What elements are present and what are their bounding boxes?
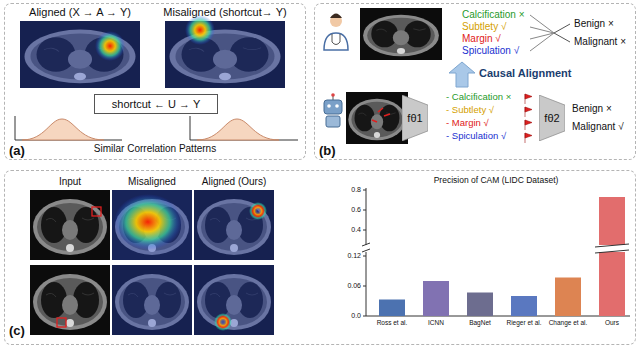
panel-frame: (c) [4,170,636,345]
axis-tick: 0.4 [351,226,361,234]
network-block: fθ2 [539,95,565,141]
panel-label: (a) [9,144,25,159]
axis-tick: 0.0 [351,312,361,320]
concept-item: Calcification × [462,9,525,21]
concept-item: Subtlety √ [462,21,506,33]
column-heading: Input [59,176,81,188]
diagnosis-label: Benign × [572,103,612,115]
diagnosis-label: Malignant × [574,36,626,48]
axis-tick: 0.8 [351,186,361,194]
network-block: fθ1 [402,95,428,141]
caption-note: Similar Correlation Patterns [94,143,216,155]
panel-label: (b) [319,144,336,159]
bar-label: Ross et al. [377,319,408,326]
concept-item: - Spiculation √ [446,131,506,142]
column-heading: Aligned (Ours) [202,176,266,188]
bar-label: BagNet [469,319,491,326]
bar-label: Ours [605,319,619,326]
bar-label: Rieger et al. [506,319,541,326]
trapezoid-outline [539,95,565,141]
diagnosis-label: Malignant √ [572,121,624,133]
panel-label: (c) [9,324,25,339]
panel-heading: Aligned (X → A → Y) [29,6,131,19]
formula-box: shortcut ← U → Y [94,94,218,114]
trapezoid-outline [402,95,428,141]
panel-heading: Misaligned (shortcut→ Y) [163,6,286,19]
concept-item: - Margin √ [446,118,489,129]
panel-frame: (a) shortcut ← U → Y [4,3,306,160]
concept-item: Margin √ [462,33,501,45]
alignment-label: Causal Alignment [479,67,572,80]
network-label: fθ2 [544,112,559,125]
network-label: fθ1 [407,112,422,125]
column-heading: Misaligned [128,176,176,188]
formula-text: shortcut ← U → Y [112,98,200,111]
axis-tick: 0.6 [351,206,361,214]
concept-item: Spiculation √ [462,45,519,57]
axis-tick: 0.06 [347,282,361,290]
chart-title: Precision of CAM (LIDC Dataset) [434,176,559,186]
concept-item: - Calcification × [446,92,511,103]
concept-item: - Subtlety √ [446,105,494,116]
bar-label: Change et al. [549,319,588,326]
bar-label: ICNN [428,319,444,326]
diagnosis-label: Benign × [574,18,614,30]
axis-tick: 0.12 [347,252,361,260]
